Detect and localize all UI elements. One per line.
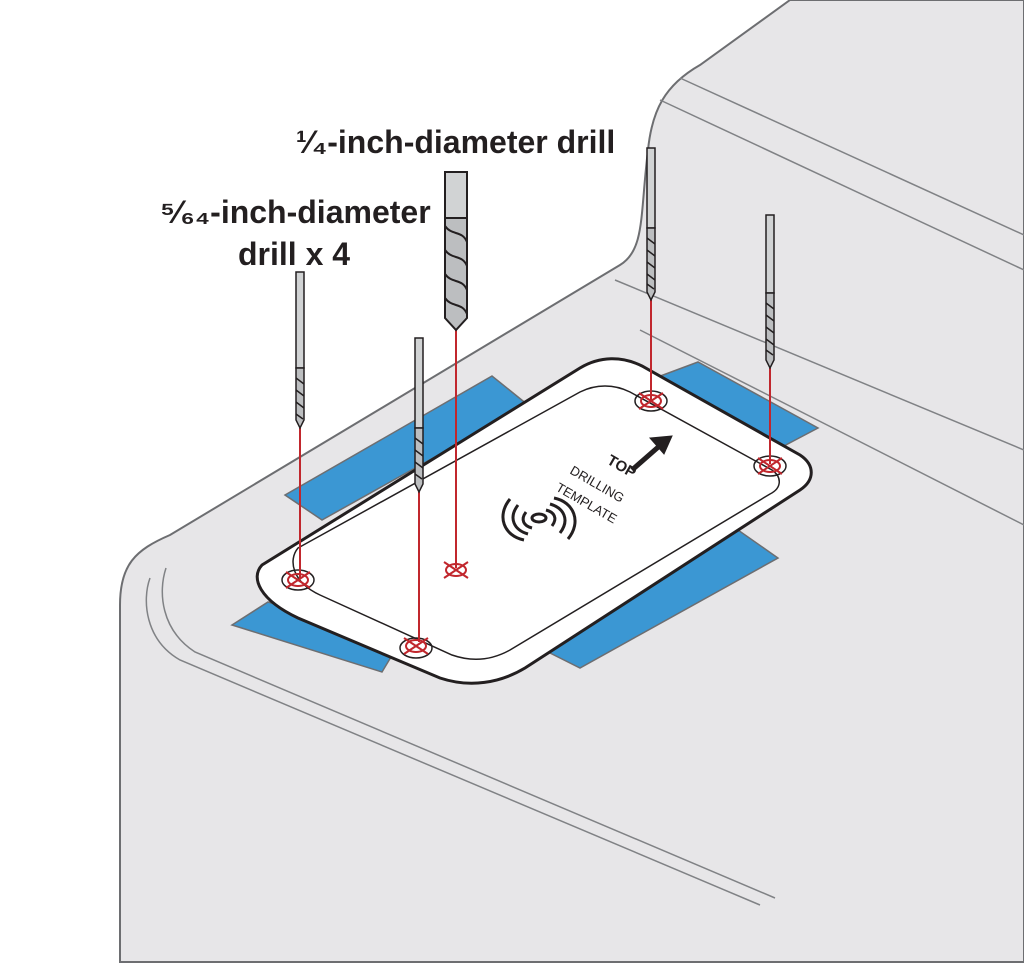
drill-target-mark-icon	[443, 561, 469, 579]
tape-strips	[230, 361, 820, 673]
small-drill-bit-4	[765, 214, 775, 370]
small-drill-bit-1	[295, 271, 305, 430]
drill-target-mark-icon	[403, 637, 429, 655]
drill-bit-icon	[295, 271, 305, 430]
small-drill-bit-3	[646, 147, 656, 302]
drill-target-marks	[285, 392, 783, 655]
up-arrow-icon	[630, 435, 673, 472]
surface-edge-lines	[145, 77, 1024, 906]
drill-bit-icon	[444, 171, 468, 332]
drill-target-mark-icon	[757, 457, 783, 475]
nfc-wireless-icon	[501, 496, 577, 542]
small-drill-label-line1: ⁵⁄₆₄-inch-diameter	[160, 194, 431, 230]
small-drill-label-line2: drill x 4	[238, 236, 351, 272]
quarter-inch-drill-label: ¹⁄₄-inch-diameter drill	[296, 124, 616, 160]
drill-bit-icon	[646, 147, 656, 302]
drill-target-mark-icon	[285, 571, 311, 589]
drill-guide-lines	[299, 300, 771, 642]
large-drill-bit	[444, 171, 468, 332]
drill-bit-icon	[414, 337, 424, 494]
small-drill-bit-2	[414, 337, 424, 494]
drill-bit-icon	[765, 214, 775, 370]
drill-target-mark-icon	[638, 392, 664, 410]
